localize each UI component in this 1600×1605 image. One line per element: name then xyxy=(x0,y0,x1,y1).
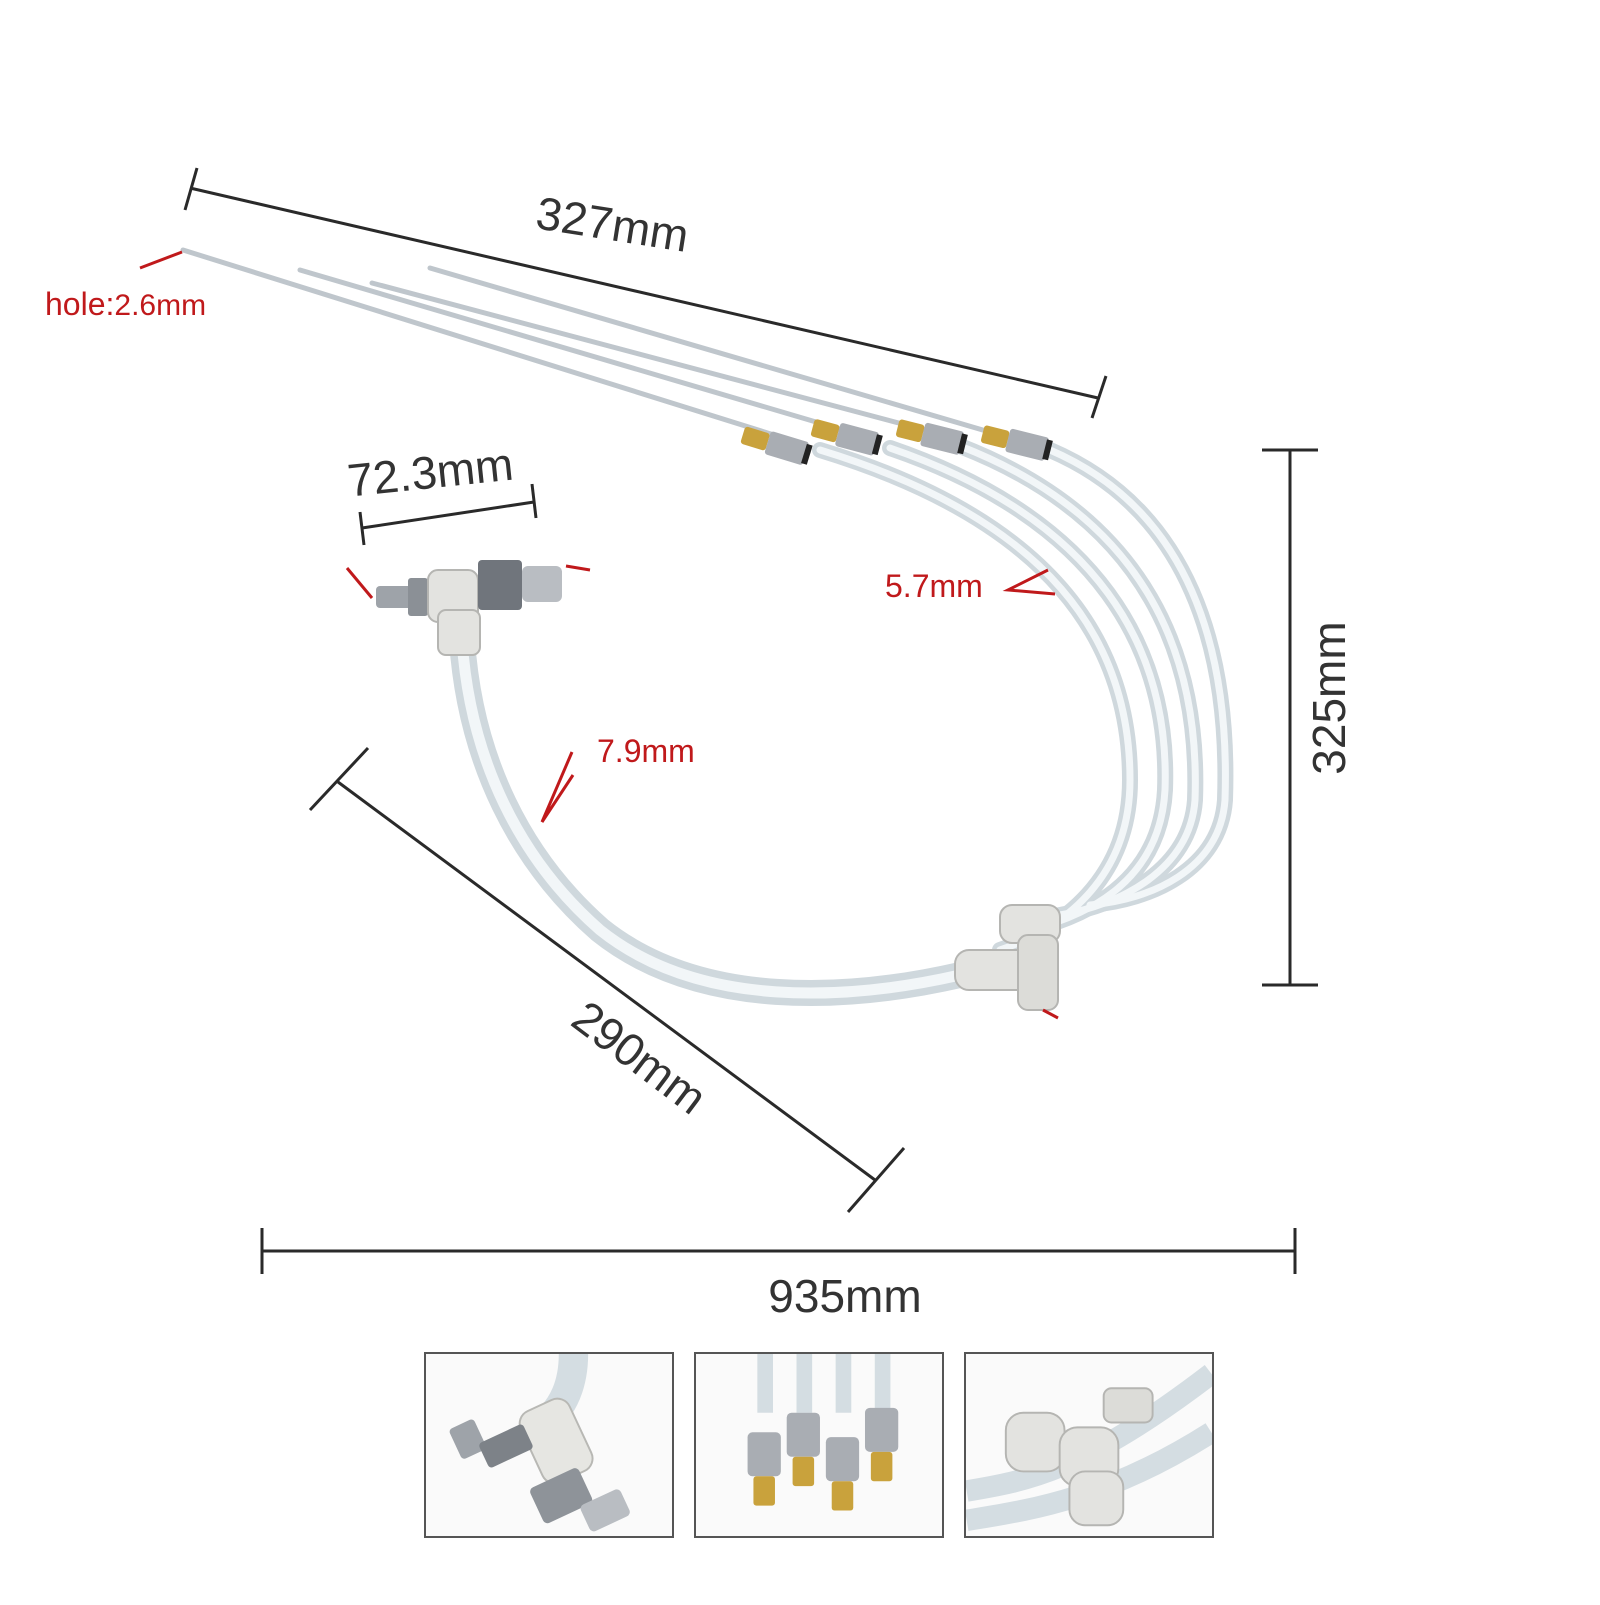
nozzle-fitting xyxy=(895,419,968,455)
elbow-outlet xyxy=(437,609,481,656)
nozzle-fitting xyxy=(980,425,1053,461)
distribution-tubes xyxy=(812,438,1234,958)
nozzle-fittings xyxy=(740,419,1053,465)
nozzle-fitting xyxy=(810,419,883,456)
dimension-inlet-line xyxy=(361,500,535,530)
nozzle-rods xyxy=(180,247,1013,443)
inlet-fitting xyxy=(376,560,562,656)
dimension-lines xyxy=(183,167,1318,1274)
detail-thumbnail-manifold xyxy=(964,1352,1214,1538)
quick-coupler xyxy=(522,566,562,602)
t-connector xyxy=(1017,934,1059,1011)
nozzle-fittings-detail xyxy=(747,1354,899,1511)
callout-pointers xyxy=(139,250,1059,1020)
dimension-tick xyxy=(846,1147,906,1213)
detail-thumbnail-nozzle-fittings xyxy=(694,1352,944,1538)
dimension-hose-line xyxy=(337,780,876,1182)
dimension-tick xyxy=(308,746,370,812)
dimension-nozzle-length: 327mm xyxy=(533,187,693,262)
hole-label: hole: xyxy=(45,286,114,322)
hole-callout: hole:2.6mm xyxy=(45,286,206,322)
tube-highlight xyxy=(1046,446,1229,909)
manifold-connectors xyxy=(954,904,1061,1011)
inlet-fitting-detail xyxy=(449,1354,630,1532)
small-tube-callout: 5.7mm xyxy=(885,568,983,604)
dimension-tick xyxy=(183,167,199,211)
nozzle-fitting xyxy=(740,426,813,465)
nozzle-rod xyxy=(427,265,1013,441)
dimension-height: 325mm xyxy=(1303,621,1355,774)
hex-nut xyxy=(478,560,522,610)
adjust-screw xyxy=(376,586,412,608)
inlet-pointer xyxy=(565,564,591,572)
large-tube-callout: 7.9mm xyxy=(597,733,695,769)
dimension-tick xyxy=(1090,375,1108,419)
dimension-overall-length: 935mm xyxy=(768,1270,921,1322)
dimension-tick xyxy=(530,483,538,519)
nozzle-rod xyxy=(369,280,928,433)
feed-hose xyxy=(449,627,973,1006)
dimension-inlet-length: 72.3mm xyxy=(345,438,516,507)
nozzle-rod xyxy=(180,247,793,443)
lock-nut xyxy=(408,578,428,616)
detail-thumbnail-inlet-fitting xyxy=(424,1352,674,1538)
tube-highlight xyxy=(956,442,1199,919)
inlet-pointer xyxy=(345,567,374,599)
small-tube-pointer xyxy=(1002,568,1056,596)
dimension-tick xyxy=(358,511,366,546)
hole-value: 2.6mm xyxy=(114,289,206,322)
nozzle-rod xyxy=(297,267,853,435)
dimension-nozzle-line xyxy=(189,186,1099,400)
dimension-feed-hose-length: 290mm xyxy=(563,990,717,1124)
large-tube-pointer xyxy=(540,751,575,823)
hole-pointer xyxy=(139,250,183,270)
manifold-detail xyxy=(966,1365,1212,1531)
manifold-pointer xyxy=(1042,1008,1059,1020)
